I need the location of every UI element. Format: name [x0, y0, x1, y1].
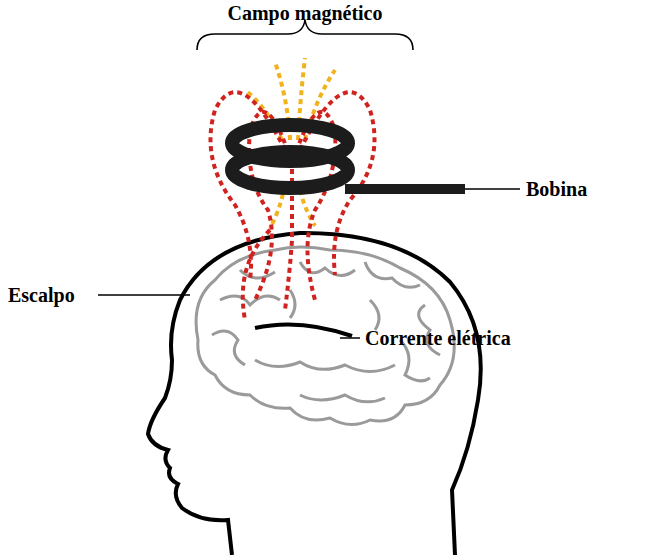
leader-line	[340, 337, 360, 339]
head-outline	[148, 233, 481, 555]
leader-line	[465, 188, 520, 190]
induced-current	[255, 324, 352, 336]
magnetic-field-lines	[211, 92, 375, 320]
field-label: Campo magnético	[228, 2, 383, 24]
field-brace	[197, 20, 413, 50]
part-label: Escalpo	[8, 284, 75, 306]
leader-line	[98, 294, 190, 296]
part-label: Corrente elétrica	[365, 327, 511, 349]
coil	[232, 125, 465, 194]
part-label: Bobina	[526, 178, 587, 200]
